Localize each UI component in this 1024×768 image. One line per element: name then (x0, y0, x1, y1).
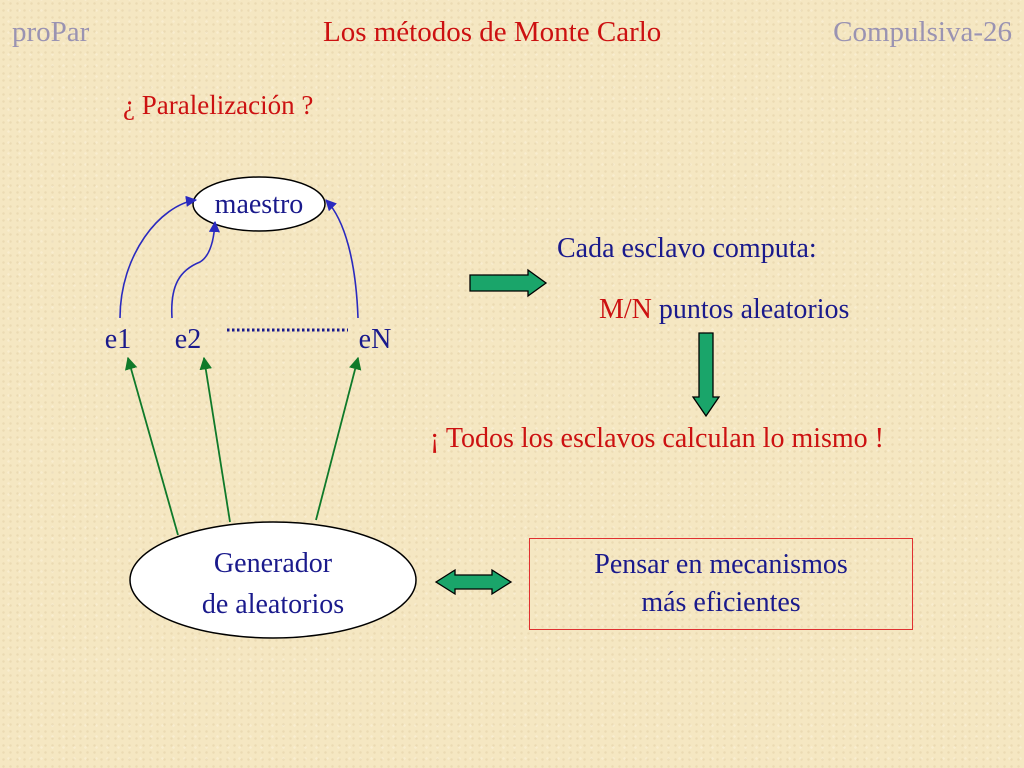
slide-title: Los métodos de Monte Carlo (323, 16, 662, 48)
mn-ratio: M/N (599, 294, 652, 325)
question-heading: ¿ Paralelización ? (123, 90, 314, 120)
right-block-arrow (469, 268, 548, 298)
generator-label-line2: de aleatorios (202, 589, 344, 620)
slave-e2-label: e2 (175, 324, 201, 355)
generator-node: Generador de aleatorios (129, 521, 417, 639)
slave-compute-label: Cada esclavo computa: (557, 233, 817, 264)
arrow-generator-to-e2 (199, 356, 231, 523)
header-right: Compulsiva-26 (833, 16, 1012, 48)
arrow-e2-to-master (170, 220, 221, 319)
generator-label-line1: Generador (214, 548, 333, 579)
arrow-e1-to-master (119, 195, 198, 319)
down-block-arrow (691, 332, 721, 418)
arrow-generator-to-eN (315, 356, 362, 521)
master-node: maestro (192, 176, 326, 232)
master-label: maestro (215, 189, 304, 220)
slave-e1-label: e1 (105, 324, 131, 355)
double-block-arrow (434, 568, 513, 596)
efficiency-note-box: Pensar en mecanismos más eficientes (529, 538, 913, 630)
header-left: proPar (12, 16, 90, 48)
arrow-generator-to-e1 (125, 356, 179, 536)
slave-eN-label: eN (359, 324, 392, 355)
efficiency-note-line2: más eficientes (641, 587, 801, 618)
conclusion-text: ¡ Todos los esclavos calculan lo mismo ! (430, 423, 885, 454)
slave-compute-detail: M/N puntos aleatorios (599, 296, 849, 324)
efficiency-note-line1: Pensar en mecanismos (594, 549, 848, 580)
random-points-text: puntos aleatorios (651, 294, 850, 325)
arrow-eN-to-master (325, 199, 359, 319)
